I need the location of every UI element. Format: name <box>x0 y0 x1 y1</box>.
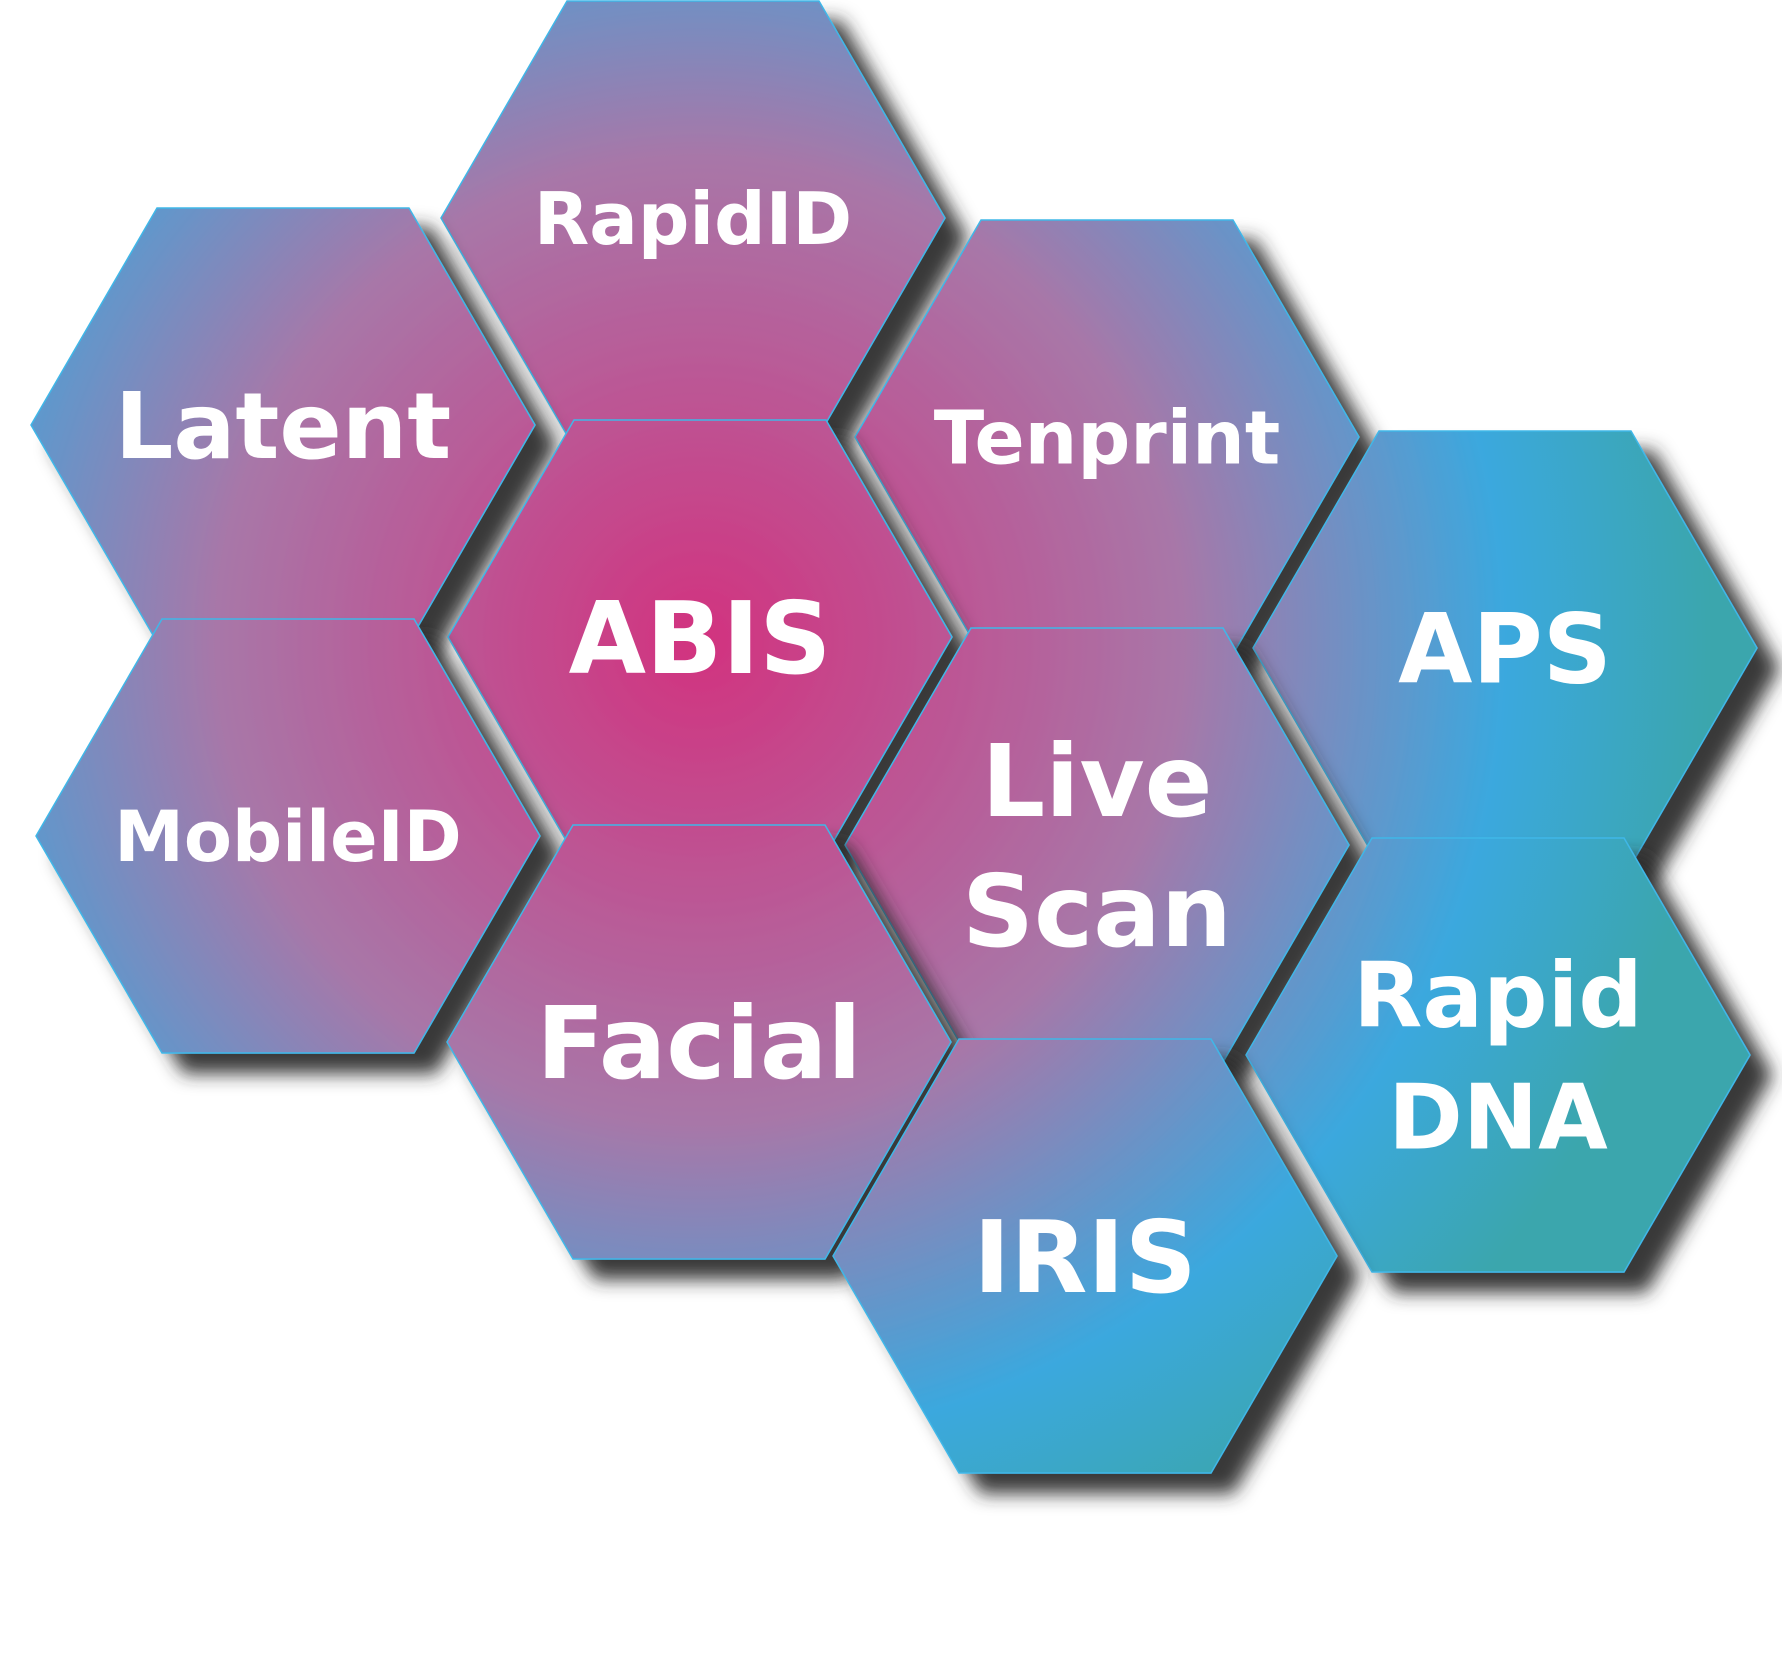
hexagon-label-livescan-line-1: Live <box>981 723 1212 840</box>
hexagon-abis: ABIS <box>447 419 953 855</box>
hexagon-aps: APS <box>1252 430 1758 866</box>
hexagon-tenprint: Tenprint <box>854 219 1360 655</box>
hexagon-latent: Latent <box>30 207 536 643</box>
hexagon-label-tenprint: Tenprint <box>934 396 1280 482</box>
hexagon-rapidid: RapidID <box>440 0 946 436</box>
hexagon-shape-iris <box>832 1038 1338 1474</box>
hexagon-facial: Facial <box>446 824 952 1260</box>
hexagon-iris: IRIS <box>832 1038 1338 1474</box>
hexagon-label-rapidid: RapidID <box>534 177 852 261</box>
hexagon-label-abis: ABIS <box>569 580 832 697</box>
hexagon-mobileid: MobileID <box>35 618 541 1054</box>
hexagon-label-iris: IRIS <box>973 1199 1196 1316</box>
hexagon-label-aps: APS <box>1398 594 1612 706</box>
hexagon-label-rapiddna-line-2: DNA <box>1388 1065 1608 1170</box>
hexagon-label-livescan-line-2: Scan <box>962 853 1232 970</box>
hexagon-shape-facial <box>446 824 952 1260</box>
hexagon-label-rapiddna-line-1: Rapid <box>1353 943 1643 1048</box>
hexagon-shape-mobileid <box>35 618 541 1054</box>
hexagon-label-mobileid: MobileID <box>114 796 461 878</box>
hexagon-shape-rapiddna <box>1245 837 1751 1273</box>
hexagon-label-latent: Latent <box>115 373 452 480</box>
hexagon-label-facial: Facial <box>536 985 861 1102</box>
